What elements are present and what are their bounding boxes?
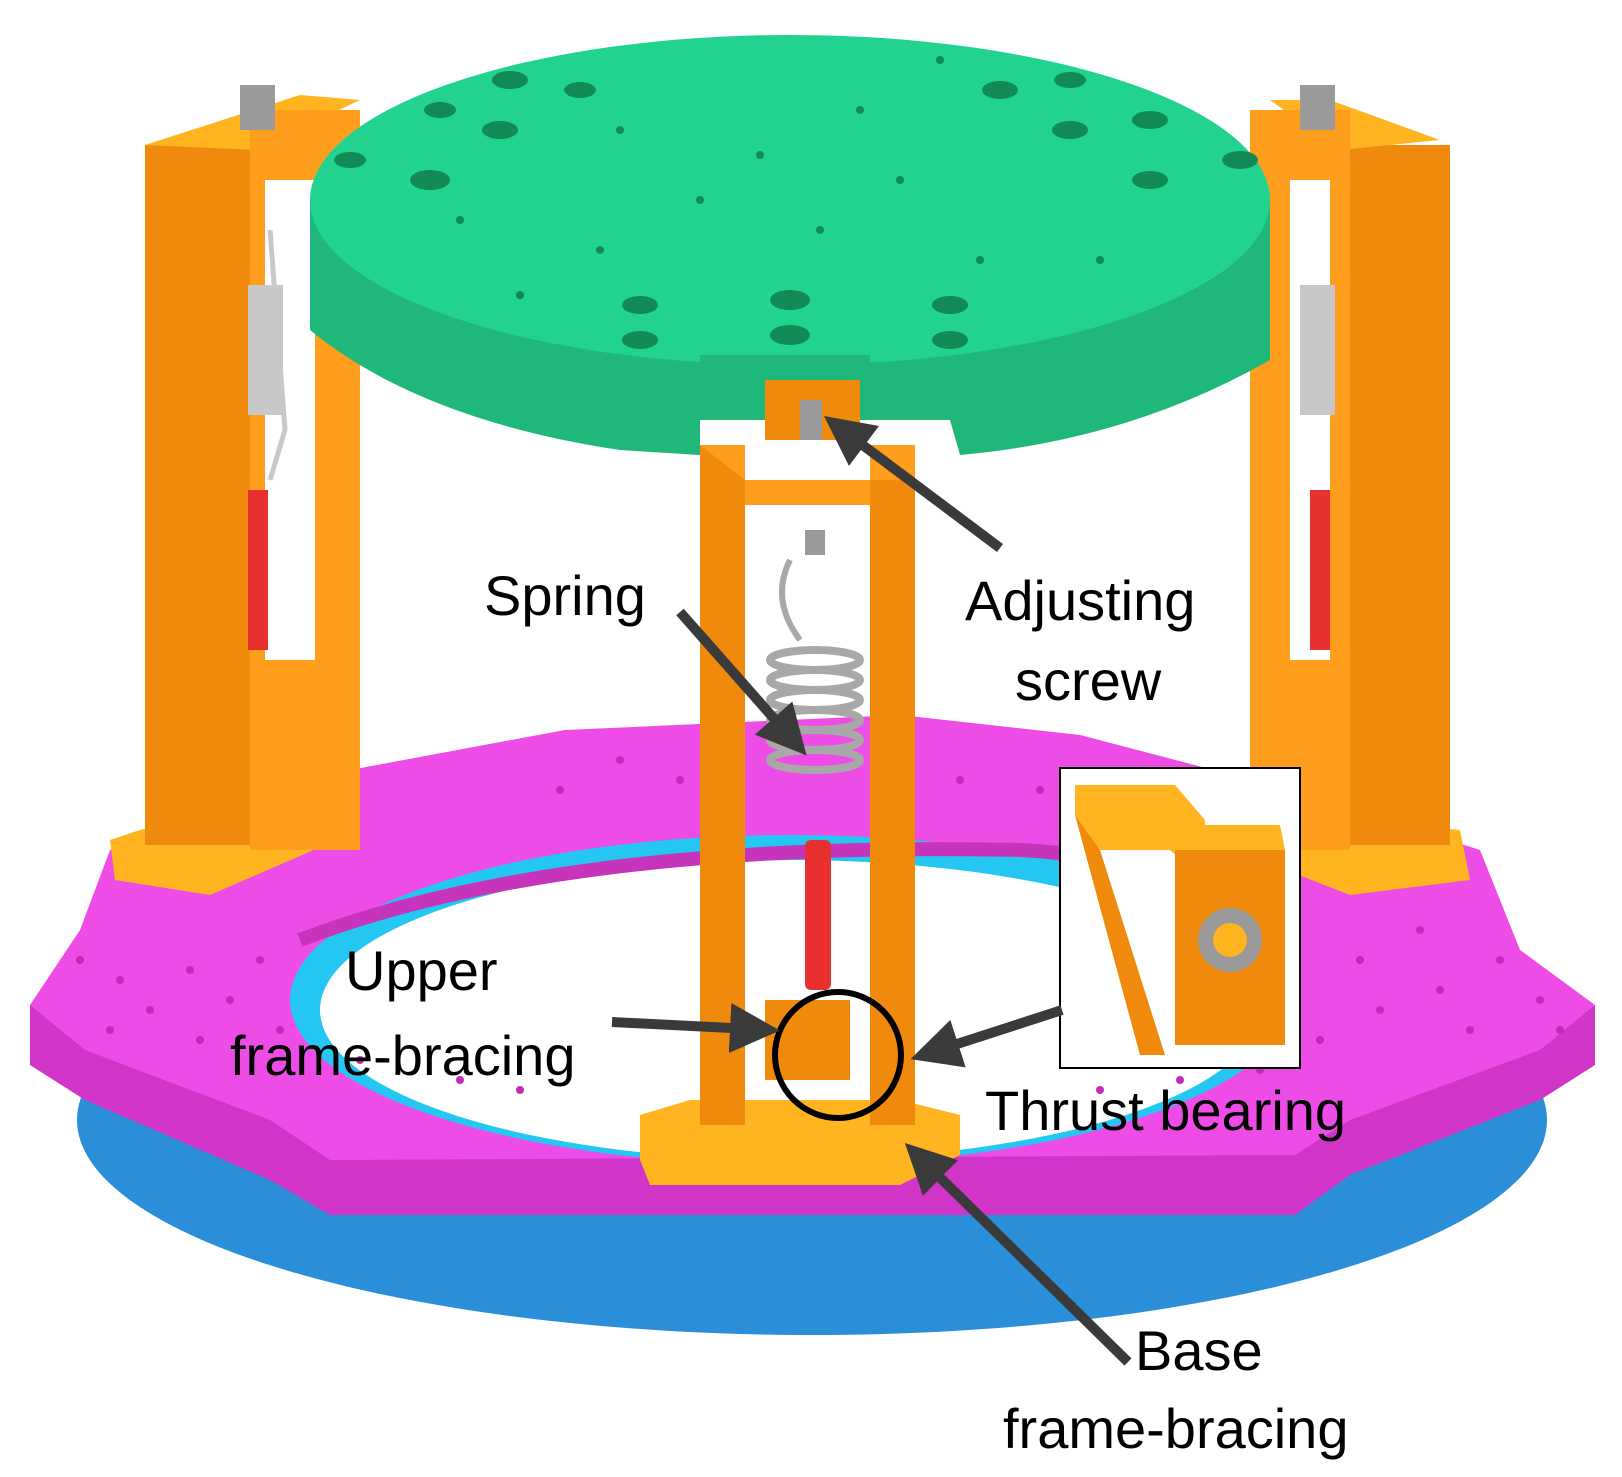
right-column-frame xyxy=(1250,85,1470,895)
upper-frame-bracing-arrow xyxy=(611,1003,780,1053)
spring-arrow xyxy=(676,608,807,756)
base-frame-bracing-arrow xyxy=(904,1142,1132,1366)
ring-bolt-holes xyxy=(76,756,1564,1094)
spring-label: Spring xyxy=(484,564,646,627)
center-column-frame xyxy=(640,380,960,1185)
upper-frame-bracing-label-line2: frame-bracing xyxy=(230,1024,575,1087)
adjusting-screw-arrow xyxy=(824,416,1003,552)
platform-holes xyxy=(334,56,1258,349)
base-frame-bracing-label-line1: Base xyxy=(1135,1319,1263,1382)
adjusting-screw-label-line1: Adjusting xyxy=(965,569,1195,632)
leader-arrows xyxy=(611,416,1132,1366)
thrust-bearing-highlight-circle xyxy=(772,989,904,1121)
adjusting-screw-label-line2: screw xyxy=(1015,649,1162,712)
base-frame-bracing-label-line2: frame-bracing xyxy=(1003,1397,1348,1460)
upper-frame-bracing-label-line1: Upper xyxy=(345,939,498,1002)
left-column-frame xyxy=(110,85,360,895)
thrust-bearing-inset xyxy=(1059,767,1301,1069)
thrust-bearing-arrow xyxy=(910,1005,1064,1068)
thrust-bearing-label: Thrust bearing xyxy=(985,1079,1346,1142)
